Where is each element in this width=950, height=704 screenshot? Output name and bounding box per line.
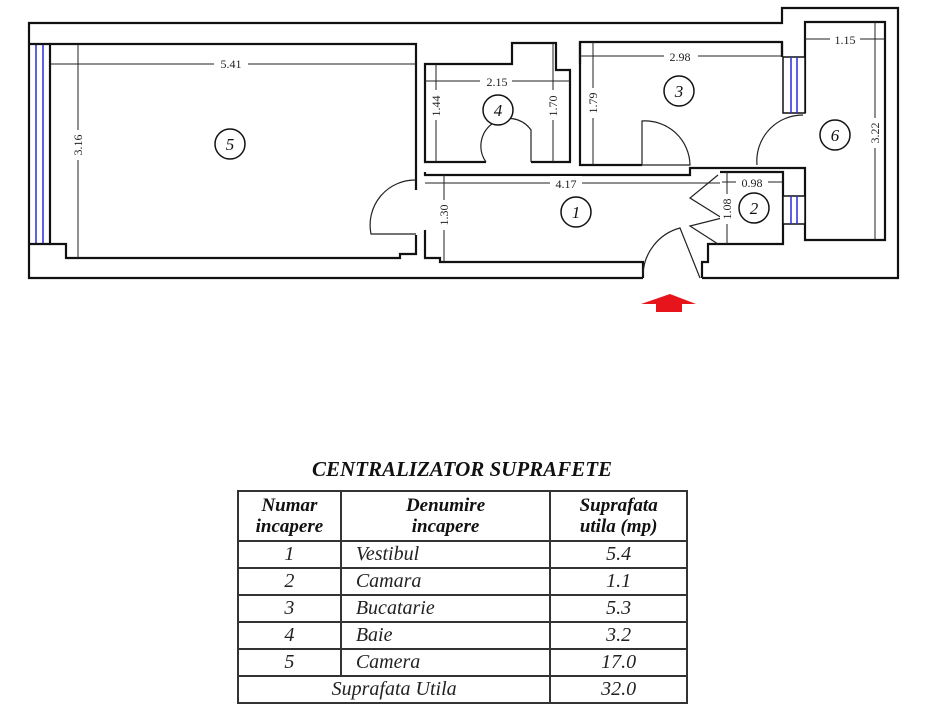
cell-name: Vestibul	[339, 540, 552, 569]
cell-nr: 2	[237, 567, 342, 596]
svg-text:1: 1	[572, 203, 581, 222]
cell-area: 1.1	[549, 567, 688, 596]
room-label-1: 1	[560, 196, 592, 228]
window-room-2	[782, 195, 806, 225]
door-room-3	[641, 120, 691, 166]
cell-area: 3.2	[549, 621, 688, 650]
cell-area: 5.4	[549, 540, 688, 569]
dim-room4-width: 2.15	[487, 75, 508, 89]
dim-room2-height: 1.08	[720, 199, 734, 220]
window-room-5	[29, 42, 50, 246]
dim-room4-height-left: 1.44	[429, 96, 443, 117]
cell-nr: 3	[237, 594, 342, 623]
window-room-3	[782, 56, 806, 114]
dim-corridor-length: 4.17	[556, 177, 577, 191]
cell-area: 17.0	[549, 648, 688, 677]
svg-text:3: 3	[674, 82, 684, 101]
corridor-walls	[423, 20, 887, 242]
room-label-5: 5	[214, 128, 246, 160]
svg-text:4: 4	[494, 101, 503, 120]
floor-plan: 5.41 3.16 2.15 1.44 1.70 2.98 1.79 1.15 …	[27, 6, 900, 312]
cell-name: Camera	[339, 648, 552, 677]
dim-corridor-width: 1.30	[437, 205, 451, 226]
dim-room6-height: 3.22	[868, 123, 882, 144]
dimension-labels: 5.41 3.16 2.15 1.44 1.70 2.98 1.79 1.15 …	[71, 32, 882, 230]
cell-nr: 5	[237, 648, 342, 677]
cell-name: Baie	[339, 621, 552, 650]
dim-room5-height: 3.16	[71, 135, 85, 156]
svg-text:5: 5	[226, 135, 235, 154]
table-title: CENTRALIZATOR SUPRAFETE	[311, 457, 613, 481]
room-label-6: 6	[819, 119, 851, 151]
room-label-2: 2	[738, 192, 770, 224]
outer-wall	[27, 6, 900, 280]
entrance-arrow-icon	[641, 294, 696, 312]
svg-text:6: 6	[831, 126, 840, 145]
dim-room2-width: 0.98	[742, 176, 763, 190]
total-label: Suprafata Utila	[236, 675, 552, 704]
dim-room6-width: 1.15	[835, 33, 856, 47]
entrance-door	[642, 227, 701, 279]
cell-area: 5.3	[549, 594, 688, 623]
dim-room4-height-right: 1.70	[546, 96, 560, 117]
cell-name: Camara	[339, 567, 552, 596]
dim-room3-height: 1.79	[586, 93, 600, 114]
dim-room5-width: 5.41	[221, 57, 242, 71]
svg-text:2: 2	[750, 199, 759, 218]
door-room-2	[688, 174, 724, 245]
cell-nr: 1	[237, 540, 342, 569]
cell-name: Bucatarie	[339, 594, 552, 623]
cell-nr: 4	[237, 621, 342, 650]
door-room-4	[480, 117, 532, 163]
room-5-walls	[48, 42, 418, 260]
dimension-lines	[50, 22, 885, 262]
total-value: 32.0	[549, 675, 688, 704]
room-label-4: 4	[482, 94, 514, 126]
door-room-5	[369, 179, 417, 235]
room-4-walls	[423, 41, 572, 164]
door-room-6	[756, 114, 804, 166]
dim-room3-width: 2.98	[670, 50, 691, 64]
room-label-3: 3	[663, 75, 695, 107]
